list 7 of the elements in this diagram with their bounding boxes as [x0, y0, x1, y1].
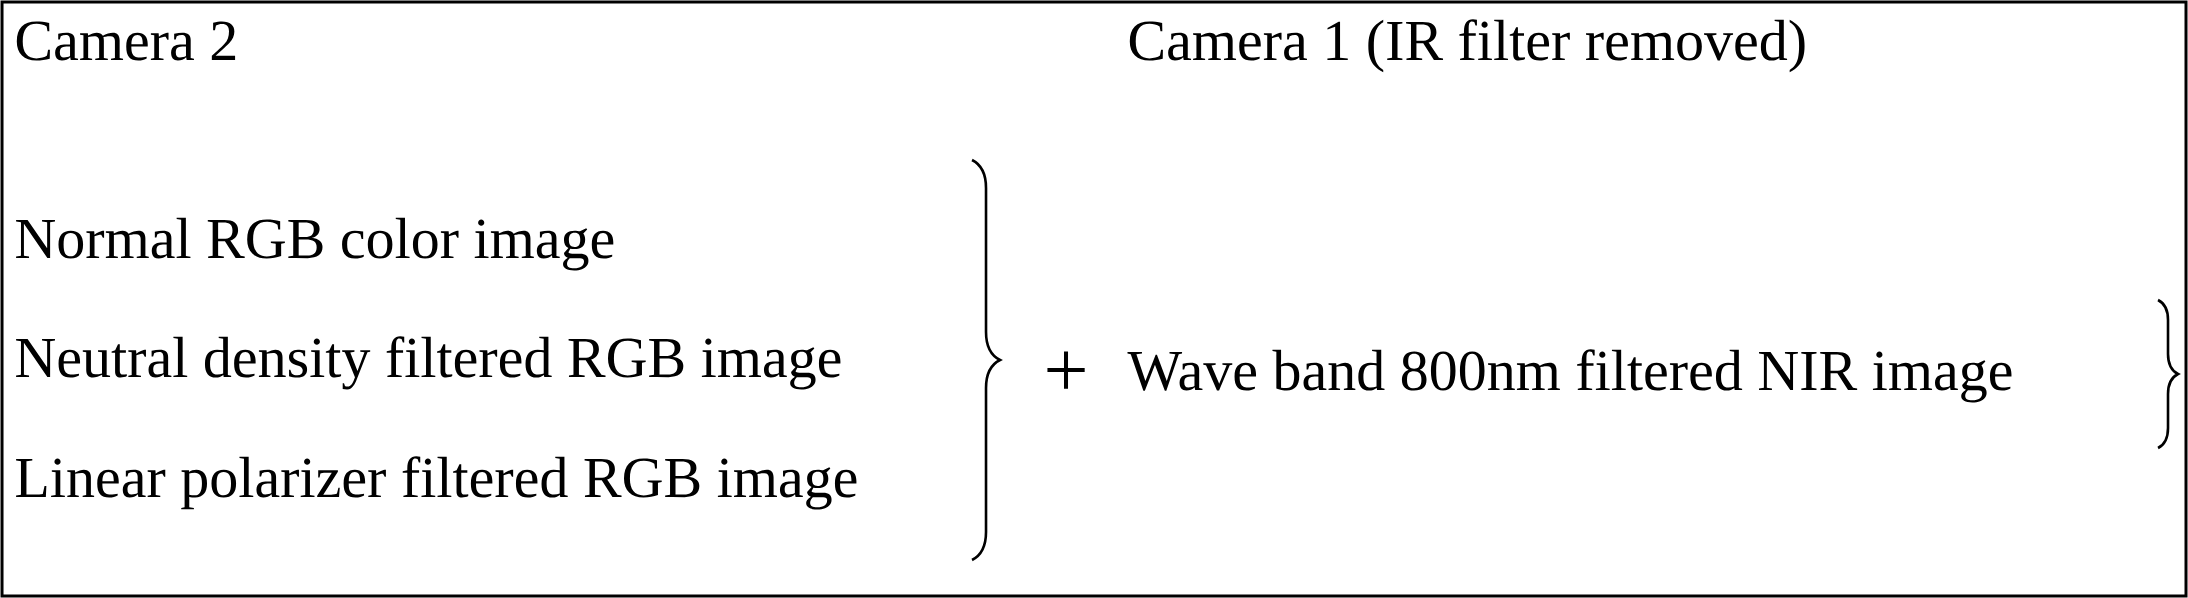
label-text: Camera 1 (IR filter removed) [1129, 19, 1805, 73]
label-text: Neutral density filtered RGB image [16, 336, 841, 390]
label-text: Camera 2 [16, 21, 236, 61]
plus-sign: + [1047, 351, 1085, 389]
label-text: Wave band 800nm filtered NIR image [1127, 349, 2012, 403]
label-text: Normal RGB color image [16, 217, 614, 271]
label-text: Linear polarizer filtered RGB image [16, 456, 857, 510]
